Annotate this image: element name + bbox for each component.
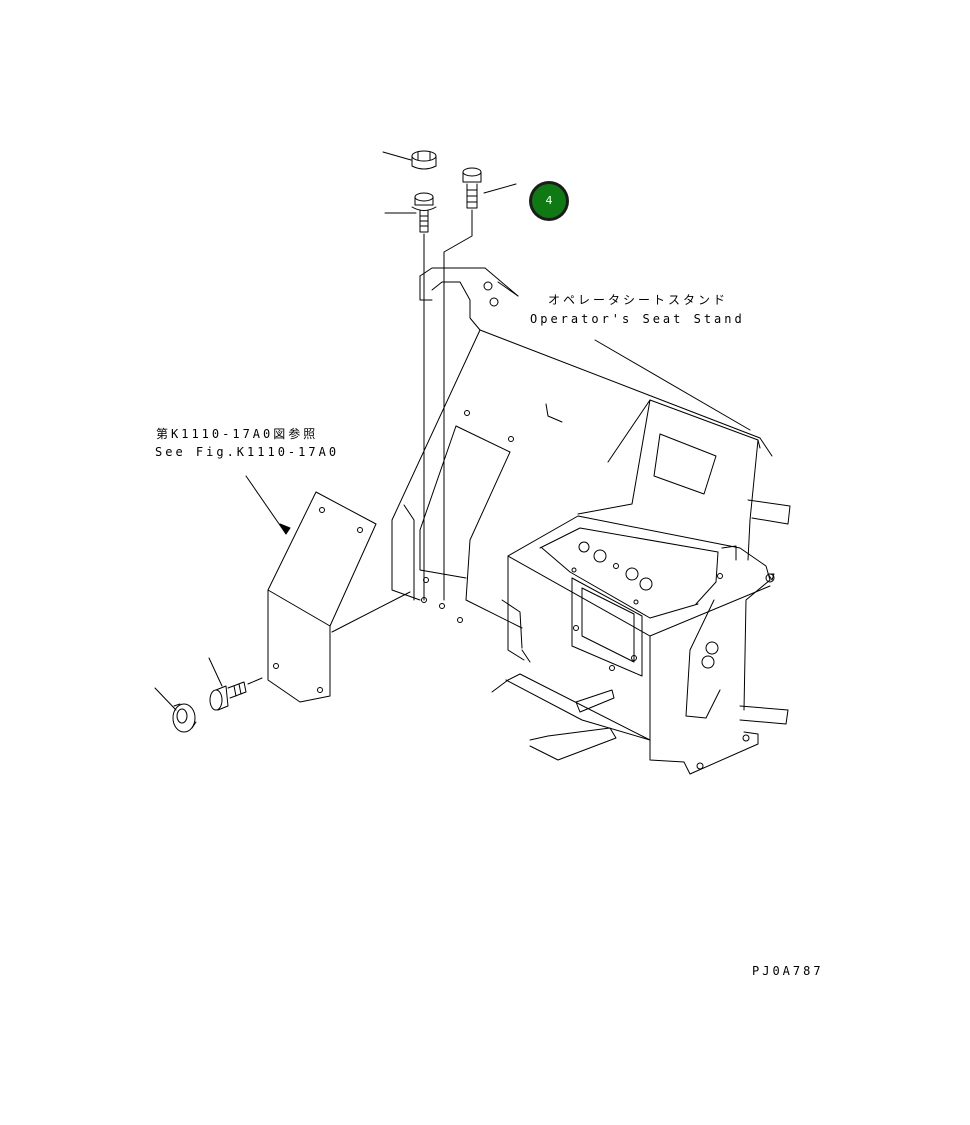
label-reference-japanese: 第K1110-17A0図参照 (156, 427, 319, 441)
label-part-japanese: オペレータシートスタンド (548, 293, 729, 307)
leader-top-nut (382, 151, 412, 161)
seat-stand (391, 267, 791, 775)
leader-lower-nut (154, 687, 177, 711)
reference-arrowhead (279, 523, 291, 535)
leader-seat-stand-top (497, 281, 519, 297)
callout-number: 4 (532, 184, 566, 218)
leader-seat-stand (594, 339, 751, 431)
cover-plate (267, 491, 411, 703)
leader-lower-bolt (208, 657, 223, 687)
top-nut (411, 150, 437, 170)
callout-badge-4[interactable]: 4 (529, 181, 569, 221)
label-reference-english: See Fig.K1110-17A0 (155, 445, 340, 459)
label-part-english: Operator's Seat Stand (530, 312, 745, 326)
lower-bolt-path (247, 677, 263, 685)
bolt-right (462, 167, 482, 209)
leader-bolt-right (483, 183, 517, 194)
bolt-left (411, 192, 437, 233)
lower-nut (172, 703, 197, 733)
drawing-id: PJ0A787 (752, 964, 824, 978)
lower-bolt (209, 681, 247, 711)
reference-arrow (245, 475, 287, 535)
bolt-path-right (443, 209, 473, 601)
